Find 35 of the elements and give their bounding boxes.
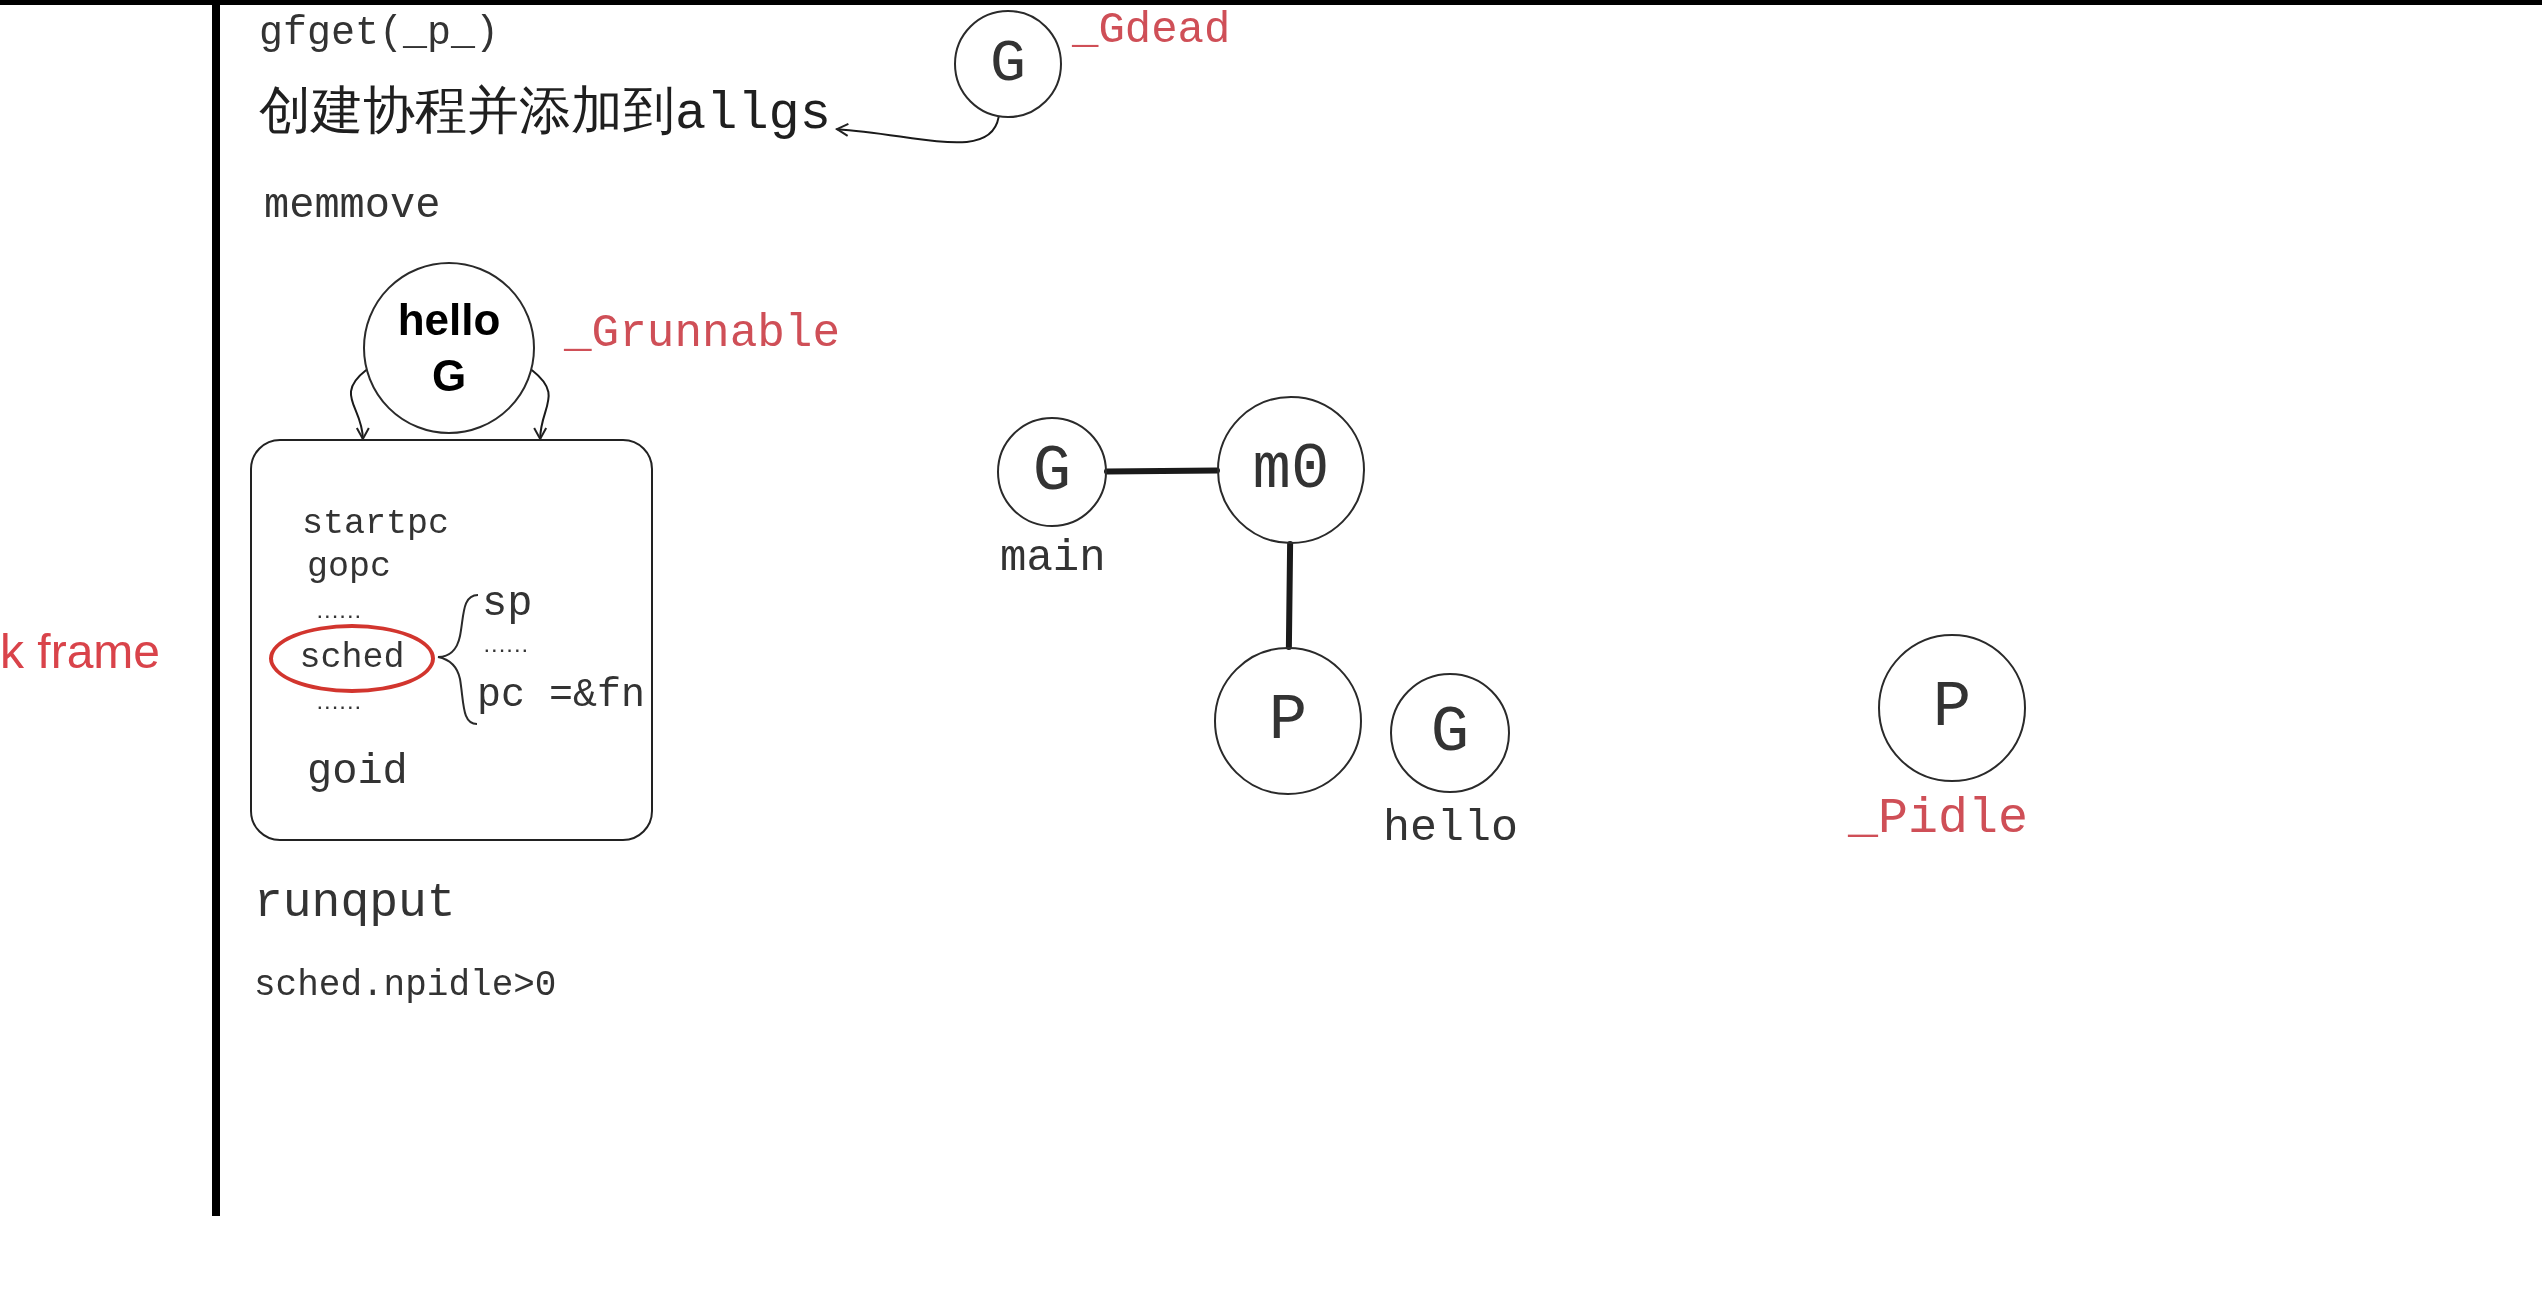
arrow xyxy=(531,369,550,440)
node-label: P xyxy=(1268,689,1308,753)
node-label: m0 xyxy=(1252,438,1330,502)
field-name-text: sp xyxy=(482,583,533,625)
state-label: _Pidle xyxy=(1848,794,2029,844)
ellipsis-text: ...... xyxy=(482,640,528,656)
node-caption: main xyxy=(1000,536,1106,580)
connector-line xyxy=(1285,541,1294,650)
node-label: P xyxy=(1932,676,1972,740)
state-label: _Grunnable xyxy=(564,311,841,357)
function-name-text: runqput xyxy=(254,879,456,927)
function-name-text: memmove xyxy=(264,185,441,227)
arrow xyxy=(349,369,370,440)
field-name-text: gopc xyxy=(307,550,391,585)
node-label: G xyxy=(1032,440,1072,504)
field-name-text: pc =&fn xyxy=(477,676,646,716)
function-call-text: gfget(_p_) xyxy=(259,14,500,54)
node-label: hello xyxy=(397,298,501,342)
ellipsis-text: ...... xyxy=(315,697,361,713)
rounded-box xyxy=(250,439,653,841)
state-label: _Gdead xyxy=(1072,8,1231,52)
node-label: G xyxy=(990,34,1026,94)
node-label: sched xyxy=(299,641,405,676)
highlight-ellipse xyxy=(269,624,435,693)
ellipsis-text: ...... xyxy=(315,606,361,622)
node-label: G xyxy=(431,354,467,398)
annotation-text: 创建协程并添加到allgs xyxy=(259,80,832,151)
side-label: k frame xyxy=(0,628,161,676)
node-caption: hello xyxy=(1383,806,1519,851)
connector-line xyxy=(1104,467,1220,475)
field-name-text: startpc xyxy=(302,507,450,542)
node-label: G xyxy=(1430,701,1470,765)
condition-text: sched.npidle>0 xyxy=(254,968,557,1004)
arrow xyxy=(836,116,1000,144)
field-name-text: goid xyxy=(307,751,408,793)
